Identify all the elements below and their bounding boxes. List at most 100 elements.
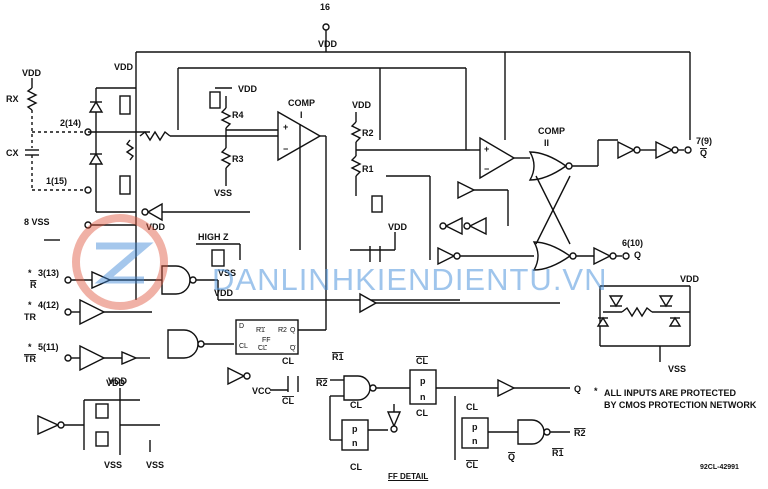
- pin-3-asterisk: *: [28, 268, 32, 278]
- ff-r1-label: R1: [256, 327, 265, 334]
- q-bar-output-label: Q: [700, 148, 707, 158]
- ff-d-label: D: [239, 323, 244, 330]
- detail-cl-nand: CL: [350, 400, 362, 410]
- internal-flip-flop: [217, 280, 560, 355]
- ff-r2-label: R2: [278, 327, 287, 334]
- ff-cl-label: CL: [239, 343, 248, 350]
- pin-3-13-label: 3(13): [38, 268, 59, 278]
- cx-label: CX: [6, 148, 19, 158]
- input-pins: [64, 270, 162, 372]
- flip-flop-vdd-label: VDD: [214, 288, 234, 298]
- tr-plus-label: TR: [24, 312, 36, 322]
- comp1-label: COMP: [288, 98, 315, 108]
- buffer-detail-vss-right: VSS: [146, 460, 164, 470]
- pin-6-10-label: 6(10): [622, 238, 643, 248]
- detail-p-right: p: [472, 422, 478, 432]
- r3-r4-divider: [209, 87, 278, 186]
- detail-r2-bar-input: R2: [316, 378, 328, 388]
- pin-1-15-label: 1(15): [46, 176, 67, 186]
- detail-p-top: p: [420, 376, 426, 386]
- ff-qbar-label: Q: [290, 345, 296, 352]
- detail-r1-bar-out: R1: [552, 448, 564, 458]
- protection-vdd-label: VDD: [680, 274, 700, 284]
- buffer-detail-vdd: VDD: [108, 376, 128, 386]
- discharge-buffer: [141, 202, 250, 222]
- ff-detail-circuit: [270, 369, 570, 460]
- r2-label: R2: [362, 128, 374, 138]
- detail-n-left: n: [352, 438, 358, 448]
- note-asterisk: *: [594, 386, 598, 396]
- vdd-rail: [135, 23, 691, 300]
- r3-label: R3: [232, 154, 244, 164]
- detail-qbar-out: Q: [508, 452, 515, 462]
- buffer-vdd-label: VDD: [146, 222, 166, 232]
- r4-label: R4: [232, 110, 244, 120]
- svg-text:+: +: [484, 144, 489, 154]
- watermark-logo: [72, 214, 168, 310]
- r3-vss-label: VSS: [214, 188, 232, 198]
- output-latch: [528, 139, 692, 271]
- high-z-vss-label: VSS: [218, 268, 236, 278]
- input-diodes: [44, 87, 278, 241]
- protection-vss-label: VSS: [668, 364, 686, 374]
- top-vdd-label: VDD: [318, 39, 338, 49]
- detail-q-out: Q: [574, 384, 581, 394]
- rx-label: RX: [6, 94, 19, 104]
- comp2-label: COMP: [538, 126, 565, 136]
- r1-label: R1: [362, 164, 374, 174]
- svg-text:−: −: [283, 144, 288, 154]
- high-z-switch: [196, 232, 396, 267]
- detail-clbar-switch: CL: [282, 396, 294, 406]
- mid-vdd-label: VDD: [114, 62, 134, 72]
- pin-2-14-label: 2(14): [60, 118, 81, 128]
- protection-network: [596, 285, 691, 362]
- pin-16-label: 16: [320, 2, 330, 12]
- ff-detail-title: FF DETAIL: [388, 472, 429, 481]
- ff-q-label: Q: [290, 327, 296, 334]
- r-bar-input-label: R: [30, 280, 37, 290]
- detail-cl-right-top: CL: [466, 402, 478, 412]
- timing-network: [25, 78, 92, 194]
- rx-vdd-label: VDD: [22, 68, 42, 78]
- vcc-label: VCC: [252, 386, 272, 396]
- ff-clbar-label: CL: [258, 345, 267, 352]
- pin-5-asterisk: *: [28, 342, 32, 352]
- part-number: 92CL-42991: [700, 464, 739, 471]
- comp1-number: I: [300, 110, 303, 120]
- detail-p-left: p: [352, 424, 358, 434]
- r2-vdd-label: VDD: [352, 100, 372, 110]
- detail-cl-top: CL: [282, 356, 294, 366]
- pin-5-11-label: 5(11): [38, 342, 59, 352]
- detail-r2-bar-out: R2: [574, 428, 586, 438]
- high-z-label: HIGH Z: [198, 232, 229, 242]
- switch-vdd-label: VDD: [388, 222, 408, 232]
- note-line-2: BY CMOS PROTECTION NETWORK: [604, 400, 757, 410]
- detail-cl-bottom-top: CL: [416, 408, 428, 418]
- tr-minus-label: TR: [24, 354, 36, 364]
- detail-r1-bar: R1: [332, 352, 344, 362]
- buffer-detail: [37, 388, 160, 455]
- buffer-detail-vss-left: VSS: [104, 460, 122, 470]
- watermark-text: DANLINHKIENDIENTU.VN: [212, 262, 608, 297]
- svg-text:−: −: [484, 164, 489, 174]
- trigger-vdd-label: VDD: [106, 378, 126, 388]
- pin-4-asterisk: *: [28, 300, 32, 310]
- q-output-label: Q: [634, 250, 641, 260]
- trigger-nand-gate: [167, 329, 251, 386]
- comp2-number: II: [544, 138, 549, 148]
- r4-vdd-label: VDD: [238, 84, 258, 94]
- comparator-2: + −: [429, 136, 534, 266]
- protection-note: * ALL INPUTS ARE PROTECTED BY CMOS PROTE…: [594, 386, 757, 411]
- detail-cl-left-bottom: CL: [350, 462, 362, 472]
- detail-n-right: n: [472, 436, 478, 446]
- pin-4-12-label: 4(12): [38, 300, 59, 310]
- detail-clbar-right-bottom: CL: [466, 460, 478, 470]
- r1-r2-divider: [350, 112, 470, 213]
- pin-7-9-label: 7(9): [696, 136, 712, 146]
- detail-n-top: n: [420, 392, 426, 402]
- pin-8-vss-label: 8 VSS: [24, 217, 50, 227]
- detail-clbar-top: CL: [416, 356, 428, 366]
- svg-text:+: +: [283, 122, 288, 132]
- reset-nand-gate: [161, 265, 218, 295]
